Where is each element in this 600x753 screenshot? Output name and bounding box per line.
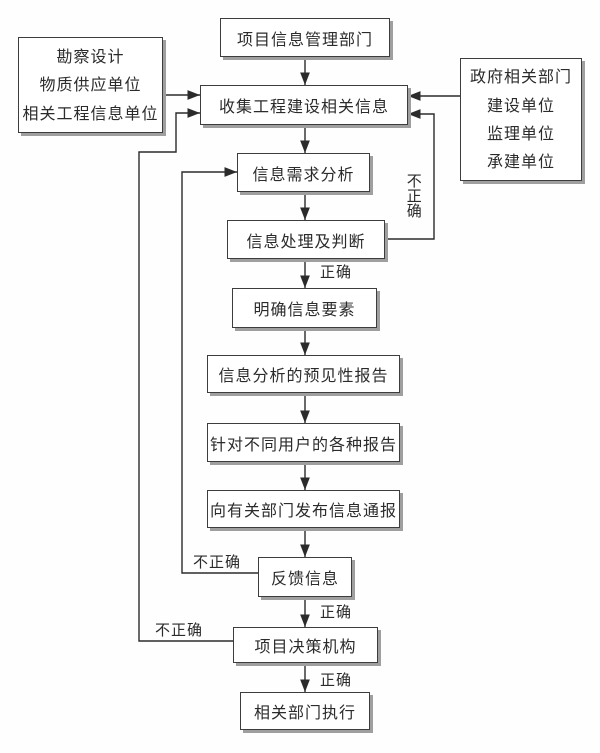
node-feedback: 反馈信息 xyxy=(258,557,352,597)
left-source-line: 物质供应单位 xyxy=(39,75,142,95)
node-execute: 相关部门执行 xyxy=(240,692,370,730)
edge-decision-incorrect-loop xyxy=(138,108,233,642)
edge-feedback-incorrect-loop xyxy=(181,167,258,574)
right-source-line: 监理单位 xyxy=(486,123,555,143)
right-source-line: 建设单位 xyxy=(486,95,555,115)
node-clarify-elements: 明确信息要素 xyxy=(232,288,377,328)
node-collect-info: 收集工程建设相关信息 xyxy=(200,85,408,125)
label-incorrect-feedback-loop: 不正确 xyxy=(193,553,242,571)
node-decision-body: 项目决策机构 xyxy=(233,627,378,663)
label-correct-after-feedback: 正确 xyxy=(320,603,353,621)
node-right-sources: 政府相关部门 建设单位 监理单位 承建单位 xyxy=(460,58,582,181)
left-source-line: 相关工程信息单位 xyxy=(22,103,159,123)
label-correct-after-decision: 正确 xyxy=(320,671,353,689)
right-source-line: 政府相关部门 xyxy=(469,67,572,87)
right-source-line: 承建单位 xyxy=(486,152,555,172)
label-incorrect-decision-loop: 不正确 xyxy=(155,621,204,639)
node-project-info-dept: 项目信息管理部门 xyxy=(220,18,390,57)
edge-judge-incorrect-loop xyxy=(385,109,435,240)
node-user-reports: 针对不同用户的各种报告 xyxy=(207,423,400,462)
left-source-line: 勘察设计 xyxy=(56,46,125,66)
label-incorrect-judge-loop: 不正确 xyxy=(404,173,423,218)
node-left-sources: 勘察设计 物质供应单位 相关工程信息单位 xyxy=(18,37,163,133)
node-process-judge: 信息处理及判断 xyxy=(227,220,385,259)
node-need-analysis: 信息需求分析 xyxy=(237,153,370,192)
node-publish-notice: 向有关部门发布信息通报 xyxy=(207,490,400,528)
node-foresight-report: 信息分析的预见性报告 xyxy=(207,355,400,393)
label-correct-after-judge: 正确 xyxy=(320,263,353,281)
